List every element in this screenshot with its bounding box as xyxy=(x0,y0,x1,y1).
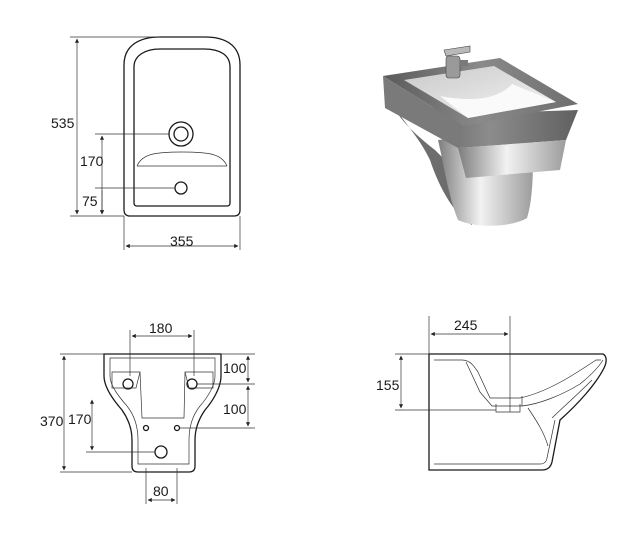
dim-bottom-width-label: 80 xyxy=(153,483,169,499)
side-view: 245 155 xyxy=(376,316,607,471)
dim-hole-label: 170 xyxy=(80,153,104,169)
back-view-inner-outline xyxy=(109,357,216,465)
back-view: 180 100 100 370 170 80 xyxy=(40,320,255,504)
side-view-back-curve xyxy=(521,359,604,407)
bidet-3d-render xyxy=(383,45,578,226)
render-bowl-highlight xyxy=(440,84,556,118)
back-view-fixing-hole-left xyxy=(122,378,134,390)
top-view: 535 170 75 355 xyxy=(51,36,241,250)
back-view-small-hole-right xyxy=(173,424,181,432)
back-view-drain-hole xyxy=(154,445,168,459)
dim-drain-label: 75 xyxy=(82,193,98,209)
side-view-inner-outline xyxy=(434,359,601,399)
side-view-front-inner xyxy=(551,379,593,419)
dim-height-label: 155 xyxy=(376,377,400,393)
side-view-bowl-bottom xyxy=(495,404,521,413)
top-view-bowl-step xyxy=(136,151,228,167)
side-view-base-inner xyxy=(434,419,556,465)
top-view-inner-rim xyxy=(133,48,231,207)
dim-hole-height-label: 170 xyxy=(68,411,92,427)
drain-hole xyxy=(174,181,188,195)
dim-top-width-label: 180 xyxy=(149,320,173,336)
tap-hole-outer xyxy=(168,121,194,147)
render-faucet-body xyxy=(445,55,461,79)
render-faucet-handle xyxy=(443,45,471,57)
dim-width-label: 355 xyxy=(170,233,194,249)
render-front-face xyxy=(458,140,566,178)
back-view-small-hole-left xyxy=(142,424,150,432)
top-view-outer-outline xyxy=(123,36,241,217)
back-view-outer-outline xyxy=(103,353,222,473)
side-view-bowl-wall xyxy=(465,361,523,407)
dim-depth-label: 245 xyxy=(454,317,478,333)
dim-height-label: 370 xyxy=(40,413,64,429)
render-faucet-spout xyxy=(460,60,468,66)
render-left-face xyxy=(383,76,463,148)
dim-height-label: 535 xyxy=(51,115,75,131)
back-view-center-channel xyxy=(139,371,186,419)
side-view-drain-hint xyxy=(527,407,549,447)
side-view-outer-outline xyxy=(428,353,607,471)
back-view-fixing-hole-right xyxy=(186,378,198,390)
dim-side-lower-label: 100 xyxy=(223,401,247,417)
dim-side-upper-label: 100 xyxy=(223,360,247,376)
tap-hole-inner xyxy=(173,126,189,142)
